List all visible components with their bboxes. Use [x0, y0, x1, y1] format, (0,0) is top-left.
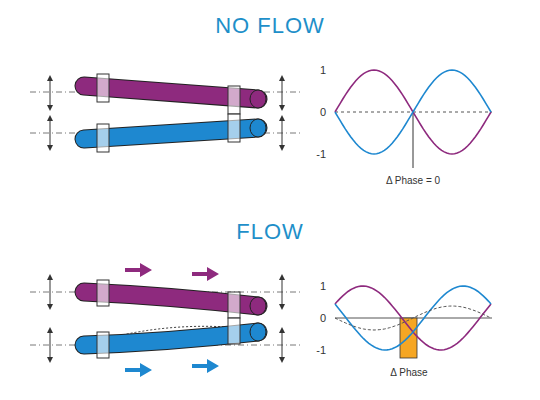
section-title: NO FLOW [215, 15, 325, 37]
axis-tick: -1 [316, 149, 326, 160]
axis-tick: 0 [320, 313, 326, 324]
sine-wave [335, 286, 491, 350]
sine-wave [335, 306, 491, 330]
sine-wave [335, 286, 491, 350]
axis-tick: 1 [320, 65, 326, 76]
axis-tick: -1 [316, 345, 326, 356]
axis-tick: 0 [320, 107, 326, 118]
section-title: FLOW [236, 221, 304, 243]
tube-assembly-flow [30, 263, 300, 377]
phase-label: Δ Phase = 0 [386, 176, 440, 186]
phase-marker [413, 112, 414, 168]
sine-curves [335, 70, 491, 350]
axis-tick: 1 [320, 281, 326, 292]
tube-assembly-no-flow [30, 74, 300, 152]
sine-wave [335, 70, 491, 154]
phase-label: Δ Phase [390, 368, 427, 378]
sine-wave [335, 70, 491, 154]
